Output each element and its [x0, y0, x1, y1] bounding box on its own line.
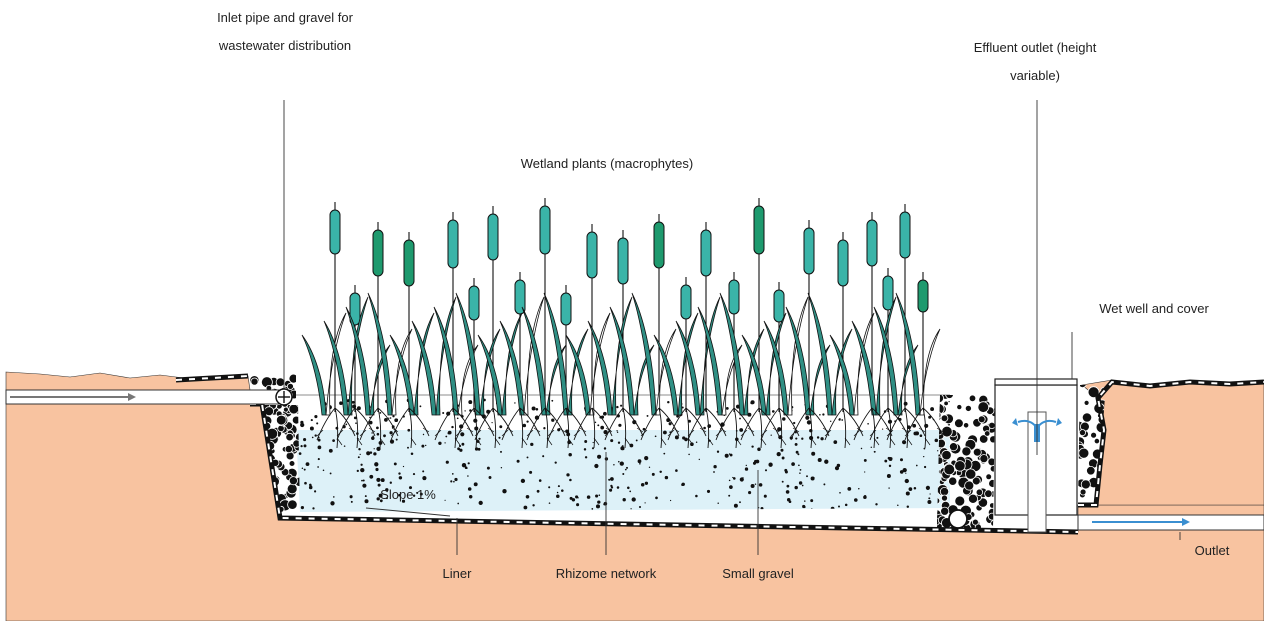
cattail-plant [773, 282, 785, 412]
leaf-cluster [477, 312, 523, 416]
cattail-plant [372, 222, 384, 412]
leaf-cluster [433, 306, 479, 416]
outlet-label: Outlet [1195, 543, 1230, 558]
leaf-cluster [367, 292, 413, 416]
wetland-plants-label: Wetland plants (macrophytes) [521, 156, 693, 171]
leaf-cluster [301, 312, 347, 416]
drain-pipe-opening [948, 509, 968, 529]
leaf-cluster [741, 312, 787, 416]
wet-well-cover [994, 378, 1078, 386]
cattail-plant [617, 230, 629, 412]
effluent-outlet-label-line1: Effluent outlet (height [974, 40, 1097, 55]
leaf-cluster [785, 306, 831, 416]
leaf-cluster [807, 292, 853, 416]
cattail-plant [586, 224, 598, 412]
leaf-cluster [411, 296, 457, 416]
leaf-cluster [719, 292, 765, 416]
cattail-plant [803, 220, 815, 412]
leaf-cluster [609, 306, 655, 416]
leaf-cluster [829, 312, 875, 416]
effluent-outlet-label-line2: variable) [1010, 68, 1060, 83]
outlet-pipe [1077, 514, 1264, 531]
leaf-cluster [697, 306, 743, 416]
leaf-cluster [763, 296, 809, 416]
leaf-cluster [587, 296, 633, 416]
effluent-flow-arrows [1012, 418, 1062, 429]
cattail-plant [700, 222, 712, 412]
leaf-cluster [323, 296, 369, 416]
cattail-plant [882, 268, 894, 412]
liner-label: Liner [443, 566, 473, 581]
leaf-cluster [521, 306, 567, 416]
leaf-cluster [499, 296, 545, 416]
leaf-cluster [543, 292, 589, 416]
wet-well-label: Wet well and cover [1099, 301, 1209, 316]
leaf-cluster [895, 292, 941, 416]
inlet-label-line1: Inlet pipe and gravel for [217, 10, 354, 25]
cattail-plant [653, 214, 665, 412]
leaf-cluster [345, 306, 391, 416]
rhizome-network-label: Rhizome network [556, 566, 657, 581]
outlet-gravel [937, 395, 995, 528]
leaf-cluster [389, 312, 435, 416]
leaf-cluster [851, 296, 897, 416]
cattail-plant [539, 198, 551, 412]
inlet-label-line2: wastewater distribution [218, 38, 351, 53]
leaf-cluster [653, 312, 699, 416]
slope-label: Slope 1% [380, 487, 436, 502]
cattail-plant [837, 232, 849, 412]
wetland-plants [301, 198, 944, 449]
slope-line [365, 507, 451, 517]
leaf-cluster [631, 292, 677, 416]
cattail-plant [329, 202, 341, 412]
rhizome-roots [316, 407, 944, 449]
small-gravel-label: Small gravel [722, 566, 794, 581]
leaf-cluster [455, 292, 501, 416]
leaf-cluster [565, 312, 611, 416]
leaf-cluster [873, 306, 919, 416]
leaf-cluster [675, 296, 721, 416]
inlet-pipe [5, 388, 293, 406]
wet-well [948, 378, 1078, 533]
